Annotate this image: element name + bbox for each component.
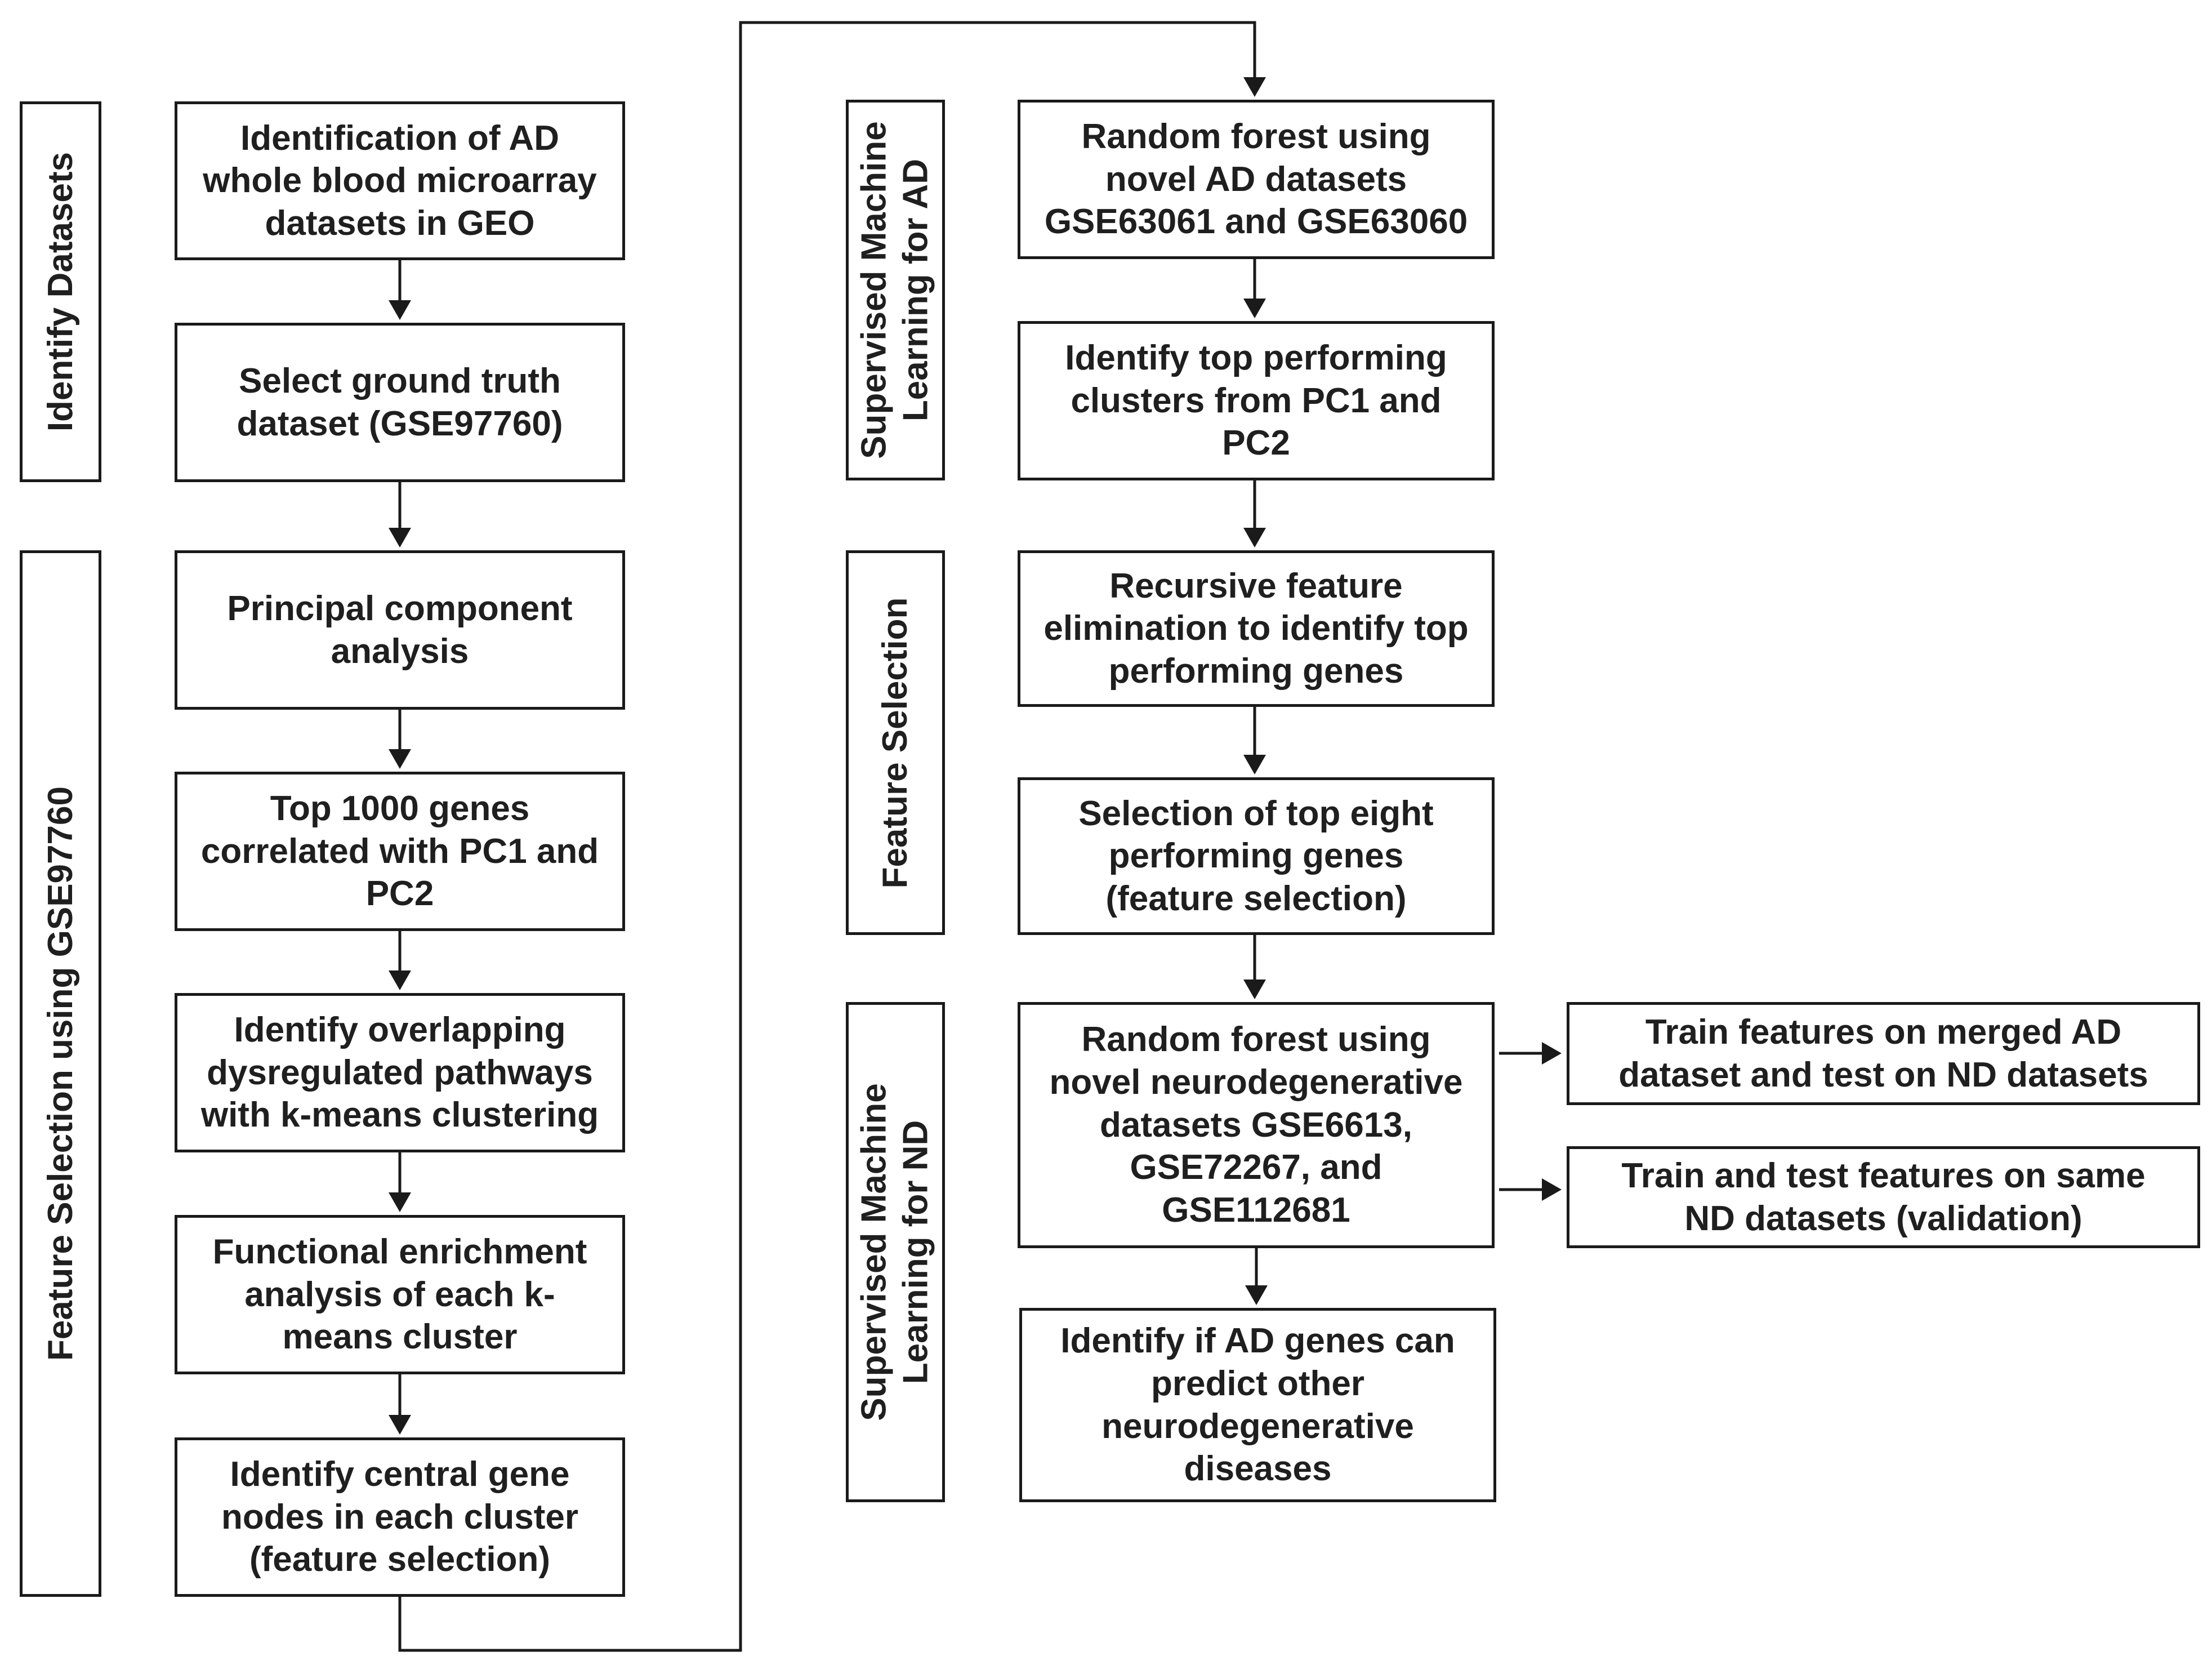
- step-line: with k-means clustering: [200, 1096, 599, 1135]
- step-line: means cluster: [282, 1317, 518, 1357]
- step-line: clusters from PC1 and: [1071, 381, 1442, 420]
- route-connector: [398, 21, 1266, 1652]
- step-select-ground-truth: Select ground truth dataset (GSE97760): [175, 323, 625, 482]
- step-line: Random forest using: [1081, 117, 1431, 157]
- step-line: diseases: [1184, 1449, 1332, 1489]
- step-train-merged: Train features on merged AD dataset and …: [1567, 1002, 2200, 1105]
- step-functional-enrichment: Functional enrichment analysis of each k…: [175, 1215, 625, 1374]
- step-line: dysregulated pathways: [207, 1053, 593, 1092]
- step-line: Identify overlapping: [234, 1010, 566, 1050]
- step-line: datasets in GEO: [265, 203, 535, 243]
- section-feature-selection: Feature Selection: [846, 550, 945, 935]
- step-identification-of-ad: Identification of AD whole blood microar…: [175, 101, 625, 260]
- step-line: nodes in each cluster: [221, 1497, 578, 1537]
- step-line: elimination to identify top: [1043, 609, 1469, 648]
- step-line: Functional enrichment: [212, 1232, 587, 1272]
- step-selection-top-eight: Selection of top eight performing genes …: [1018, 777, 1495, 935]
- step-identify-overlapping: Identify overlapping dysregulated pathwa…: [175, 993, 625, 1152]
- step-line: Top 1000 genes: [270, 789, 530, 829]
- step-train-test-same: Train and test features on same ND datas…: [1567, 1146, 2200, 1248]
- step-random-forest-ad: Random forest using novel AD datasets GS…: [1018, 100, 1495, 259]
- step-line: correlated with PC1 and: [200, 831, 599, 871]
- step-line: datasets GSE6613,: [1100, 1105, 1412, 1145]
- step-line: dataset and test on ND datasets: [1618, 1055, 2148, 1094]
- step-line: Select ground truth: [239, 361, 561, 400]
- step-line: dataset (GSE97760): [237, 404, 563, 443]
- step-line: neurodegenerative: [1101, 1406, 1414, 1446]
- step-line: Train features on merged AD: [1645, 1012, 2122, 1052]
- step-line: GSE112681: [1162, 1190, 1350, 1230]
- section-supervised-ml-nd: Supervised Machine Learning for ND: [846, 1002, 945, 1502]
- step-top-1000-genes: Top 1000 genes correlated with PC1 and P…: [175, 772, 625, 931]
- section-feature-selection-gse97760: Feature Selection using GSE97760: [20, 550, 101, 1597]
- step-line: novel AD datasets: [1105, 159, 1407, 199]
- section-identify-datasets: Identify Datasets: [20, 101, 101, 482]
- step-line: Identify central gene: [230, 1455, 570, 1494]
- step-line: (feature selection): [1105, 879, 1407, 918]
- step-line: Identify if AD genes can: [1060, 1321, 1455, 1361]
- step-line: Recursive feature: [1109, 566, 1403, 606]
- step-line: Identify top performing: [1065, 339, 1447, 378]
- step-line: PC2: [1222, 424, 1290, 463]
- step-identify-if-ad-genes: Identify if AD genes can predict other n…: [1019, 1308, 1496, 1502]
- step-line: GSE72267, and: [1130, 1148, 1382, 1187]
- step-line: analysis of each k-: [244, 1275, 555, 1314]
- step-line: Random forest using: [1081, 1020, 1431, 1059]
- step-line: novel neurodegenerative: [1049, 1063, 1463, 1102]
- step-identify-top-clusters: Identify top performing clusters from PC…: [1018, 321, 1495, 480]
- step-random-forest-nd: Random forest using novel neurodegenerat…: [1018, 1002, 1495, 1248]
- step-recursive-feature: Recursive feature elimination to identif…: [1018, 550, 1495, 707]
- step-line: Identification of AD: [240, 118, 559, 158]
- step-line: (feature selection): [249, 1540, 551, 1579]
- step-line: PC2: [365, 874, 434, 914]
- step-line: whole blood microarray: [203, 161, 597, 201]
- step-line: Train and test features on same: [1621, 1156, 2146, 1195]
- section-supervised-ml-ad: Supervised Machine Learning for AD: [846, 100, 945, 480]
- step-line: GSE63061 and GSE63060: [1044, 202, 1468, 242]
- step-principal-component: Principal component analysis: [175, 550, 625, 710]
- step-line: performing genes: [1108, 836, 1404, 876]
- step-line: analysis: [331, 631, 469, 671]
- step-line: Principal component: [227, 589, 573, 628]
- step-identify-central-gene: Identify central gene nodes in each clus…: [175, 1437, 625, 1597]
- step-line: Selection of top eight: [1078, 794, 1434, 833]
- step-line: ND datasets (validation): [1684, 1199, 2082, 1238]
- step-line: performing genes: [1108, 651, 1404, 691]
- step-line: predict other: [1151, 1364, 1364, 1403]
